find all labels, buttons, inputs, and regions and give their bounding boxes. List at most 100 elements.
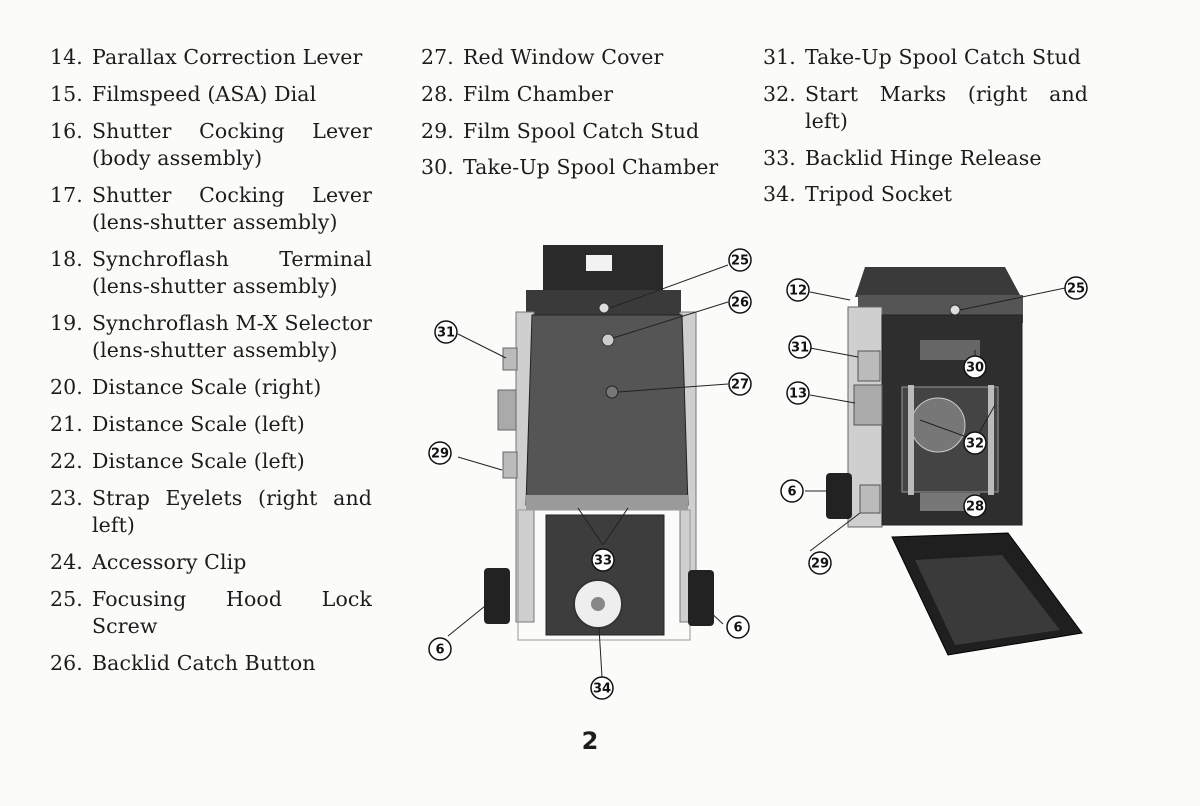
parts-list-item: 34. Tripod Socket — [763, 181, 1088, 208]
callout-27: 27 — [728, 372, 752, 396]
callout-6-back-left: 6 — [428, 637, 452, 661]
parts-list-item: 27.Red Window Cover — [421, 44, 741, 71]
item-number: 16. — [50, 119, 83, 143]
item-number: 18. — [50, 247, 83, 271]
svg-text:27: 27 — [731, 378, 749, 393]
svg-text:13: 13 — [789, 387, 807, 402]
item-number: 14. — [50, 45, 83, 69]
callout-26: 26 — [728, 290, 752, 314]
svg-text:29: 29 — [811, 557, 829, 572]
item-label: Backlid Hinge Release — [805, 145, 1042, 170]
parts-list-item: 23. Strap Eyelets (right and left) — [50, 485, 372, 539]
item-number: 17. — [50, 183, 83, 207]
svg-text:31: 31 — [437, 326, 455, 341]
svg-text:30: 30 — [966, 361, 984, 376]
parts-list-item: 21. Distance Scale (left) — [50, 411, 372, 438]
item-label: Take-Up Spool Chamber — [463, 155, 719, 180]
callouts-back: 25 26 31 27 29 33 6 6 34 — [428, 248, 752, 700]
svg-text:25: 25 — [1067, 282, 1085, 297]
callout-6-back-right: 6 — [726, 615, 750, 639]
item-number: 21. — [50, 412, 83, 436]
item-number: 29. — [421, 118, 454, 143]
item-label: Shutter Cocking Lever (lens-shutter asse… — [92, 183, 372, 234]
svg-text:6: 6 — [435, 643, 444, 658]
svg-text:26: 26 — [731, 296, 749, 311]
item-number: 27. — [421, 45, 454, 69]
item-number: 33. — [763, 145, 796, 170]
callout-leader-lines-back — [447, 264, 729, 678]
item-number: 31. — [763, 45, 796, 69]
camera-open-illustration — [826, 267, 1083, 656]
item-label: Distance Scale (left) — [92, 449, 305, 473]
item-number: 22. — [50, 449, 83, 473]
camera-open-figure: 12 25 31 30 13 32 6 28 29 — [780, 267, 1088, 656]
svg-text:31: 31 — [791, 341, 809, 356]
item-label: Synchroflash Terminal (lens-shutter asse… — [92, 247, 372, 298]
item-label: Distance Scale (left) — [92, 412, 305, 436]
item-number: 15. — [50, 82, 83, 106]
parts-list-item: 32. Start Marks (right and left) — [763, 81, 1088, 135]
callout-13: 13 — [786, 381, 810, 405]
item-label: Film Spool Catch Stud — [463, 118, 700, 143]
parts-list-item: 15. Filmspeed (ASA) Dial — [50, 81, 372, 108]
item-label: Film Chamber — [463, 81, 614, 106]
item-label: Accessory Clip — [92, 550, 247, 574]
svg-text:6: 6 — [733, 621, 742, 636]
parts-list-column-3: 31. Take-Up Spool Catch Stud 32. Start Mark… — [763, 44, 1088, 218]
item-label: Strap Eyelets (right and left) — [92, 486, 372, 537]
item-label: Filmspeed (ASA) Dial — [92, 82, 317, 106]
parts-list-column-1: 14.Parallax Correction Lever 15. Filmspeed… — [50, 44, 372, 687]
callout-29-back: 29 — [428, 441, 452, 465]
callout-29-open: 29 — [808, 551, 832, 575]
callout-34: 34 — [590, 676, 614, 700]
parts-list-item: 29. Film Spool Catch Stud — [421, 118, 741, 145]
svg-text:28: 28 — [966, 500, 984, 515]
parts-list-item: 14.Parallax Correction Lever — [50, 44, 372, 71]
item-label: Tripod Socket — [805, 182, 953, 207]
callout-31-back: 31 — [434, 320, 458, 344]
callout-32: 32 — [963, 431, 987, 455]
item-number: 25. — [50, 587, 83, 611]
svg-text:34: 34 — [593, 682, 611, 697]
item-label: Start Marks (right and left) — [805, 81, 1088, 133]
item-label: Synchroflash M-X Selector (lens-shutter … — [92, 311, 372, 362]
item-number: 34. — [763, 182, 796, 207]
parts-list-item: 31. Take-Up Spool Catch Stud — [763, 44, 1088, 71]
parts-list-column-2: 27.Red Window Cover 28. Film Chamber 29. Fil… — [421, 44, 741, 191]
item-number: 30. — [421, 155, 454, 180]
callout-12: 12 — [786, 278, 810, 302]
page-number: 2 — [581, 727, 599, 755]
callout-33: 33 — [591, 548, 615, 572]
item-number: 19. — [50, 311, 83, 335]
callout-28: 28 — [963, 494, 987, 518]
svg-text:33: 33 — [594, 554, 612, 569]
camera-back-figure: 25 26 31 27 29 33 6 6 34 — [428, 245, 752, 700]
item-label: Distance Scale (right) — [92, 375, 322, 399]
svg-text:12: 12 — [789, 284, 807, 299]
item-number: 32. — [763, 81, 796, 106]
parts-list-item: 25.Focusing Hood Lock Screw — [50, 586, 372, 640]
item-label: Backlid Catch Button — [92, 651, 316, 675]
item-number: 24. — [50, 550, 83, 574]
item-number: 20. — [50, 375, 83, 399]
callout-6-open: 6 — [780, 479, 804, 503]
parts-list-item: 20. Distance Scale (right) — [50, 374, 372, 401]
parts-list-item: 33. Backlid Hinge Release — [763, 145, 1088, 172]
svg-text:6: 6 — [787, 485, 796, 500]
parts-list-item: 19. Synchroflash M-X Selector (lens-shutt… — [50, 310, 372, 364]
svg-text:32: 32 — [966, 437, 984, 452]
item-label: Shutter Cocking Lever (body assembly) — [92, 119, 372, 170]
parts-list-item: 24. Accessory Clip — [50, 549, 372, 576]
callout-30: 30 — [963, 355, 987, 379]
svg-text:29: 29 — [431, 447, 449, 462]
item-label: Take-Up Spool Catch Stud — [805, 45, 1081, 69]
item-number: 28. — [421, 81, 454, 106]
item-number: 23. — [50, 486, 83, 510]
callout-25-back: 25 — [728, 248, 752, 272]
callout-25-open: 25 — [1064, 276, 1088, 300]
parts-list-item: 22. Distance Scale (left) — [50, 448, 372, 475]
camera-back-illustration — [484, 245, 714, 641]
item-number: 26. — [50, 651, 83, 675]
parts-list-item: 17. Shutter Cocking Lever (lens-shutter a… — [50, 182, 372, 236]
callouts-open: 12 25 31 30 13 32 6 28 29 — [780, 276, 1088, 575]
